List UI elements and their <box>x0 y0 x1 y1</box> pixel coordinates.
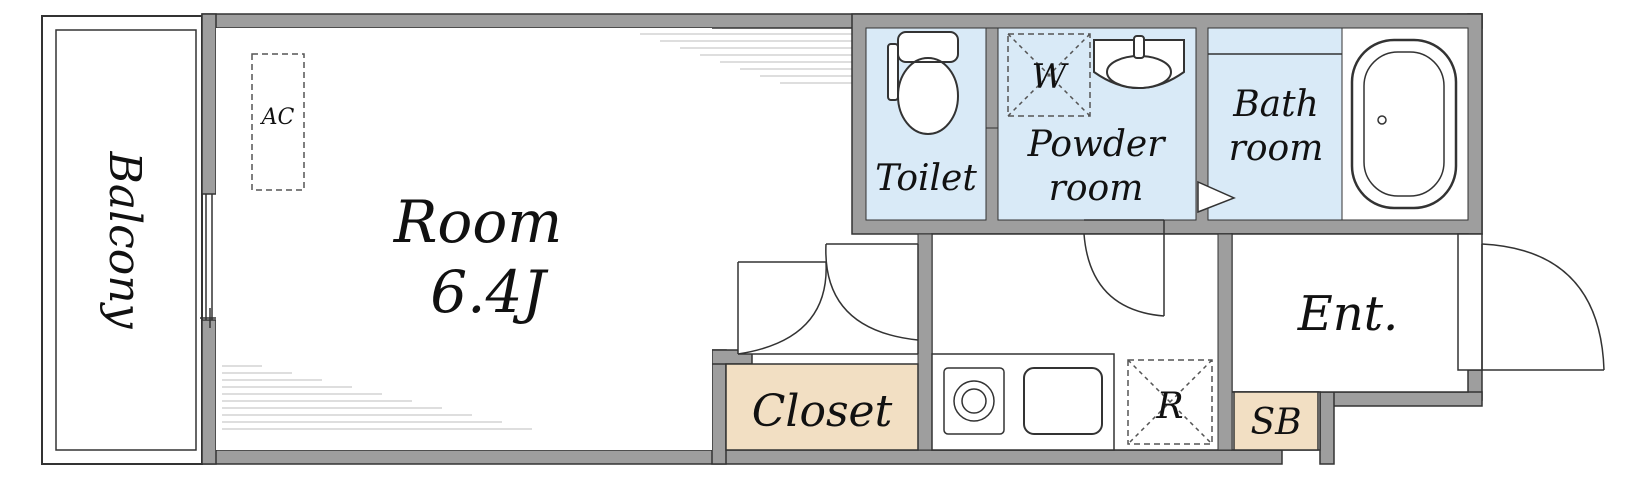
entrance-area <box>1231 233 1469 393</box>
washer-label: W <box>1032 57 1070 97</box>
bath-door-icon <box>1197 180 1236 214</box>
room-top-hatch <box>640 33 852 84</box>
room-window <box>200 194 220 328</box>
entrance-left-wall <box>1217 233 1233 451</box>
hallway-left-wall <box>917 233 933 451</box>
washer-spot-icon <box>1007 33 1091 117</box>
kitchen-sink-icon <box>1023 367 1103 435</box>
toilet-fixture-icon <box>887 31 959 135</box>
closet-door-area <box>738 244 918 354</box>
powder-door-icon <box>1083 219 1165 317</box>
closet-door-icon <box>737 243 919 355</box>
balcony-label: Balcony <box>99 151 150 330</box>
sink-icon <box>1093 35 1185 89</box>
entrance-door-icon <box>1457 233 1605 371</box>
room-label: Room <box>393 188 563 256</box>
ac-unit <box>251 53 305 191</box>
bathtub-icon <box>1350 38 1458 210</box>
balcony-area <box>41 15 203 465</box>
closet-label: Closet <box>752 386 893 437</box>
powder-room-label-1: Powder <box>1027 124 1167 165</box>
shoe-box <box>1233 391 1319 451</box>
ac-label: AC <box>260 105 295 130</box>
stove-burner-icon <box>943 367 1005 435</box>
entrance-label: Ent. <box>1297 286 1399 342</box>
toilet-label: Toilet <box>875 158 977 199</box>
toilet-partition <box>985 27 999 129</box>
balcony-inner-line <box>55 29 197 451</box>
refrigerator-spot-icon <box>1127 359 1213 445</box>
powder-room-label-2: room <box>1049 168 1144 209</box>
refrigerator-label: R <box>1155 386 1183 427</box>
room-size-label: 6.4J <box>430 258 548 326</box>
room-bottom-hatch <box>222 365 532 430</box>
bath-room-label-2: room <box>1229 128 1324 169</box>
shoe-box-label: SB <box>1250 402 1301 443</box>
bath-room-label-1: Bath <box>1232 84 1319 125</box>
closet <box>725 363 919 451</box>
